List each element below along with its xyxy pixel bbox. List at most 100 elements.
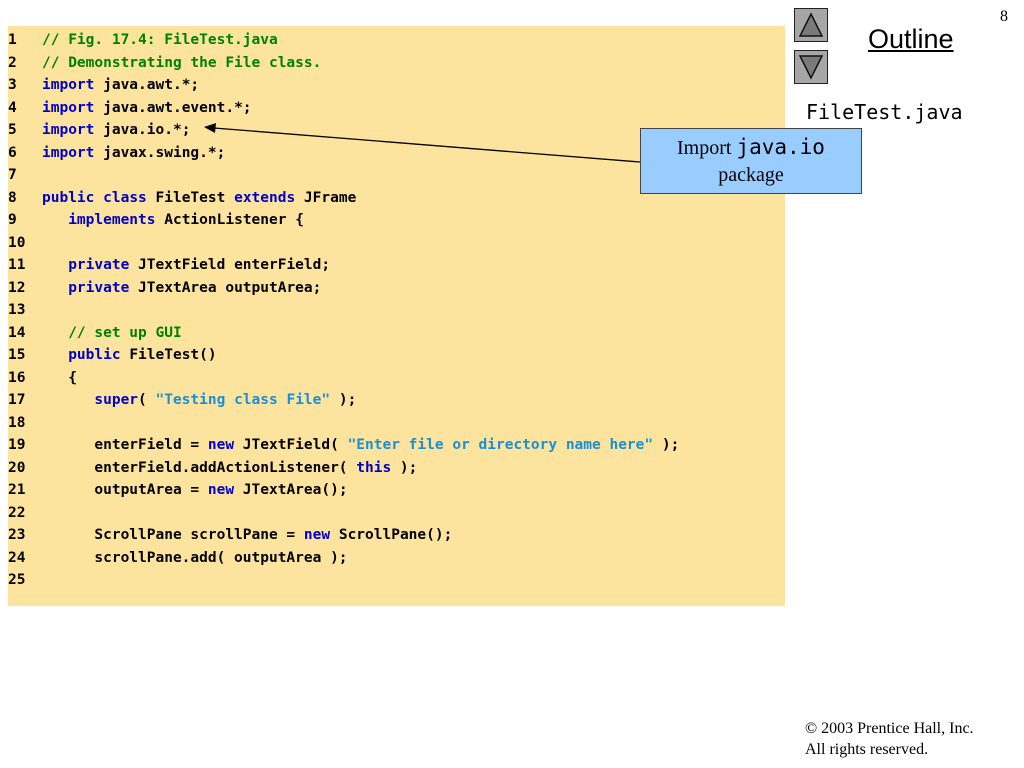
line-number: 15 [8,347,26,363]
code-keyword: private [68,279,130,296]
code-keyword: import [42,77,95,93]
code-token: ); [391,459,418,476]
callout-suffix: package [718,164,784,186]
code-text: { [42,367,77,389]
code-text: enterField = new JTextField( "Enter file… [42,434,679,456]
code-line: 16 { [8,367,778,389]
code-text: import java.awt.*; [42,74,199,96]
code-token [42,280,68,296]
code-keyword: new [207,482,235,498]
code-keyword: public [42,189,95,206]
code-text: // Fig. 17.4: FileTest.java [42,29,278,51]
line-number: 16 [8,369,26,386]
callout-code: java.io [736,135,825,159]
next-slide-button[interactable] [794,50,828,84]
code-token: ( [138,392,156,408]
code-text: outputArea = new JTextArea(); [42,479,348,501]
code-line: 19 enterField = new JTextField( "Enter f… [8,434,778,456]
code-text: super( "Testing class File" ); [42,389,356,411]
code-text: import java.io.*; [42,119,190,141]
code-line: 21 outputArea = new JTextArea(); [8,479,778,501]
code-token: java.awt.*; [94,77,200,93]
outline-link[interactable]: Outline [868,24,954,54]
code-keyword: private [68,257,130,273]
code-line: 17 super( "Testing class File" ); [8,389,778,411]
code-token [42,347,68,363]
line-number: 22 [8,504,26,521]
code-text: // set up GUI [42,322,182,344]
previous-slide-button[interactable] [794,8,828,42]
code-token [42,392,94,408]
line-number: 9 [8,212,17,228]
line-number: 11 [8,257,26,273]
code-line: 23 ScrollPane scrollPane = new ScrollPan… [8,524,778,546]
code-token: JFrame [295,189,357,206]
code-line: 7 [8,164,778,186]
code-line: 2// Demonstrating the File class. [8,52,778,74]
triangle-down-icon [798,55,824,80]
code-line: 11 private JTextField enterField; [8,254,778,276]
line-number: 14 [8,324,26,341]
code-token: outputArea = [42,482,208,498]
callout-box: Import java.io package [640,128,862,194]
line-number: 8 [8,189,17,206]
copyright-line-2: All rights reserved. [805,741,929,758]
code-token: FileTest [146,189,235,206]
callout-prefix: Import [677,137,737,159]
code-keyword: class [103,189,147,206]
code-token: JTextArea(); [234,482,348,498]
code-text: implements ActionListener { [42,209,304,231]
code-token: ); [330,392,357,408]
copyright-line-1: © 2003 Prentice Hall, Inc. [805,720,974,737]
line-number: 4 [8,99,17,116]
code-string: "Testing class File" [155,392,331,408]
code-keyword: this [356,459,392,476]
line-number: 23 [8,527,26,543]
line-number: 6 [8,144,17,161]
code-token: enterField.addActionListener( [42,459,357,476]
line-number: 19 [8,437,26,453]
copyright-notice: © 2003 Prentice Hall, Inc. All rights re… [805,718,974,760]
code-text: private JTextArea outputArea; [42,277,321,299]
code-text: scrollPane.add( outputArea ); [42,547,347,569]
line-number: 20 [8,459,26,476]
triangle-up-icon [798,12,824,37]
line-number: 25 [8,572,26,588]
code-line: 8 public class FileTest extends JFrame [8,187,778,209]
code-token: enterField = [42,437,208,453]
code-comment: // set up GUI [42,324,182,341]
code-token: ); [653,437,680,453]
code-token: ActionListener { [155,212,304,228]
code-text: import javax.swing.*; [42,142,225,164]
code-comment: // Fig. 17.4: FileTest.java [42,32,278,48]
code-token: JTextField( [234,437,348,453]
code-token: java.io.*; [94,122,191,138]
line-number: 7 [8,167,17,183]
code-token: { [42,369,77,386]
code-token: java.awt.event.*; [94,99,252,116]
code-keyword: import [42,99,95,116]
code-line: 15 public FileTest() [8,344,778,366]
code-token: ScrollPane scrollPane = [42,527,304,543]
code-token [94,190,103,206]
code-text: public class FileTest extends JFrame [42,187,356,209]
line-number: 21 [8,482,26,498]
code-keyword: extends [234,189,296,206]
code-text: public FileTest() [42,344,216,366]
code-token: javax.swing.*; [94,144,226,161]
code-line: 20 enterField.addActionListener( this ); [8,457,778,479]
line-number: 24 [8,549,26,566]
code-token: JTextField enterField; [129,257,331,273]
code-line: 6 import javax.swing.*; [8,142,778,164]
code-keyword: new [207,437,235,453]
code-line: 9 implements ActionListener { [8,209,778,231]
code-text: ScrollPane scrollPane = new ScrollPane()… [42,524,452,546]
page-number: 8 [1000,8,1008,25]
code-comment: // Demonstrating the File class. [42,54,322,71]
code-line: 4 import java.awt.event.*; [8,97,778,119]
code-text: private JTextField enterField; [42,254,330,276]
code-line: 22 [8,502,778,524]
